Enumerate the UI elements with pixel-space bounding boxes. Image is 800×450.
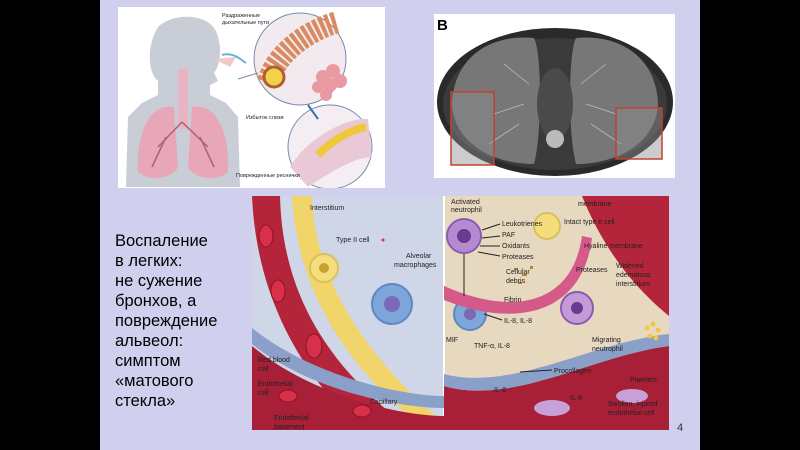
label-membrane: membrane [578,201,612,208]
trachea [178,69,188,129]
endothelium-right [444,334,669,391]
capillary-right-upper [582,196,669,316]
alveolus-drawing: Interstitium Type II cell Alveolar macro… [252,196,669,430]
ground-glass-left [616,108,662,159]
label-alveolar-1: Alveolar [406,253,432,260]
label-hyaline: Hyaline membrane [584,243,643,250]
left-lung-field [570,37,658,164]
slide: Раздраженные дыхательные пути Избыток сл… [100,0,700,450]
alveoli-cluster [312,64,347,101]
label-endo-base-1: Endothelial [274,415,309,422]
label-intact: Intact type II cell [564,219,615,226]
vessel-markings [488,63,622,145]
hyaline-membrane [444,236,592,314]
vertebra [546,130,564,148]
label-widened-3: interstitium [616,281,650,288]
zoom-arrow [307,104,319,120]
label-capillary: Capillary [370,399,398,406]
label-widened-2: edematous [616,272,651,279]
ct-drawing: B [434,14,675,178]
airway-illustration: Раздраженные дыхательные пути Избыток сл… [118,7,385,188]
label-alveolar-2: macrophages [394,262,437,269]
label-swollen-2: endothelial cell [608,410,655,417]
capillary-lower [252,346,444,430]
swollen-endothelial-cell [534,400,570,416]
platelets-cluster [644,321,661,341]
panel-letter: B [437,17,448,34]
label-activated-1: Activated [451,199,480,206]
label-cilia: Поврежденные реснички [236,173,300,179]
label-widened-1: Widened [616,263,644,270]
label-mucus: Избыток слизи [246,115,284,121]
epithelium [290,118,372,187]
cellular-debris [514,266,533,284]
mediastinum [537,68,573,140]
label-type2: Type II cell [336,237,370,244]
label-endo-1: Endothelial [258,381,293,388]
label-platelets: Platelets [630,377,657,384]
label-activated-2: neutrophil [451,207,482,214]
right-lung-field [452,37,540,164]
label-mif: MIF [446,337,458,344]
left-lung [137,106,178,179]
label-proteases: Proteases [502,254,534,261]
intact-type2-cell [533,212,561,240]
ground-glass-right [451,92,494,165]
label-interstitium: Interstitium [310,205,344,212]
airway-drawing: Раздраженные дыхательные пути Избыток сл… [126,11,373,188]
label-procollagen: Procollagen [554,368,591,375]
label-cellular-2: debris [506,278,526,285]
alveolus-illustration: Interstitium Type II cell Alveolar macro… [252,196,669,430]
nose-airflow [214,57,236,67]
label-red-1: Red blood [258,357,290,364]
label-fibrin: Fibrin [504,297,522,304]
slide-caption: Воспаление в легких: не сужение бронхов,… [115,232,218,410]
bronchus-lumen [262,65,286,89]
label-oxidants: Oxidants [502,243,530,250]
label-irritated-2: дыхательные пути [222,20,269,26]
bronchi [151,121,215,168]
mucus-layer [315,123,367,158]
capillary-right-lower [444,346,669,430]
label-il8-b: IL-8 [570,395,582,402]
highlight-box-right [450,91,495,166]
label-migrating-1: Migrating [592,337,621,344]
label-il8: IL-8 [494,387,506,394]
label-endo-2: cell [258,390,269,397]
label-migrating-2: neutrophil [592,346,623,353]
label-cellular-1: Cellular [506,269,530,276]
label-red-2: cell [258,366,269,373]
label-endo-base-2: basement [274,424,305,430]
label-paf: PAF [502,232,515,239]
label-tnf: TNF-α, IL-8 [474,343,510,350]
label-il8-il8: IL-8, IL-8 [504,318,532,325]
label-proteases-2: Proteases [576,267,608,274]
label-irritated: Раздраженные [222,13,260,19]
label-leukotrienes: Leukotrienes [502,221,543,228]
ct-scan: B [434,14,675,178]
right-lung [188,106,229,179]
pointer-lines [463,223,553,373]
zoom-line [237,72,259,80]
highlight-box-left [615,107,663,160]
red-blood-cells [258,224,372,418]
airflow-arrow [221,53,247,64]
endothelium-band [252,328,444,408]
marker-dot-icon [381,238,385,242]
interstitium-band [292,196,452,430]
page-number: 4 [677,422,684,434]
label-swollen-1: Swollen, injured [608,401,658,408]
